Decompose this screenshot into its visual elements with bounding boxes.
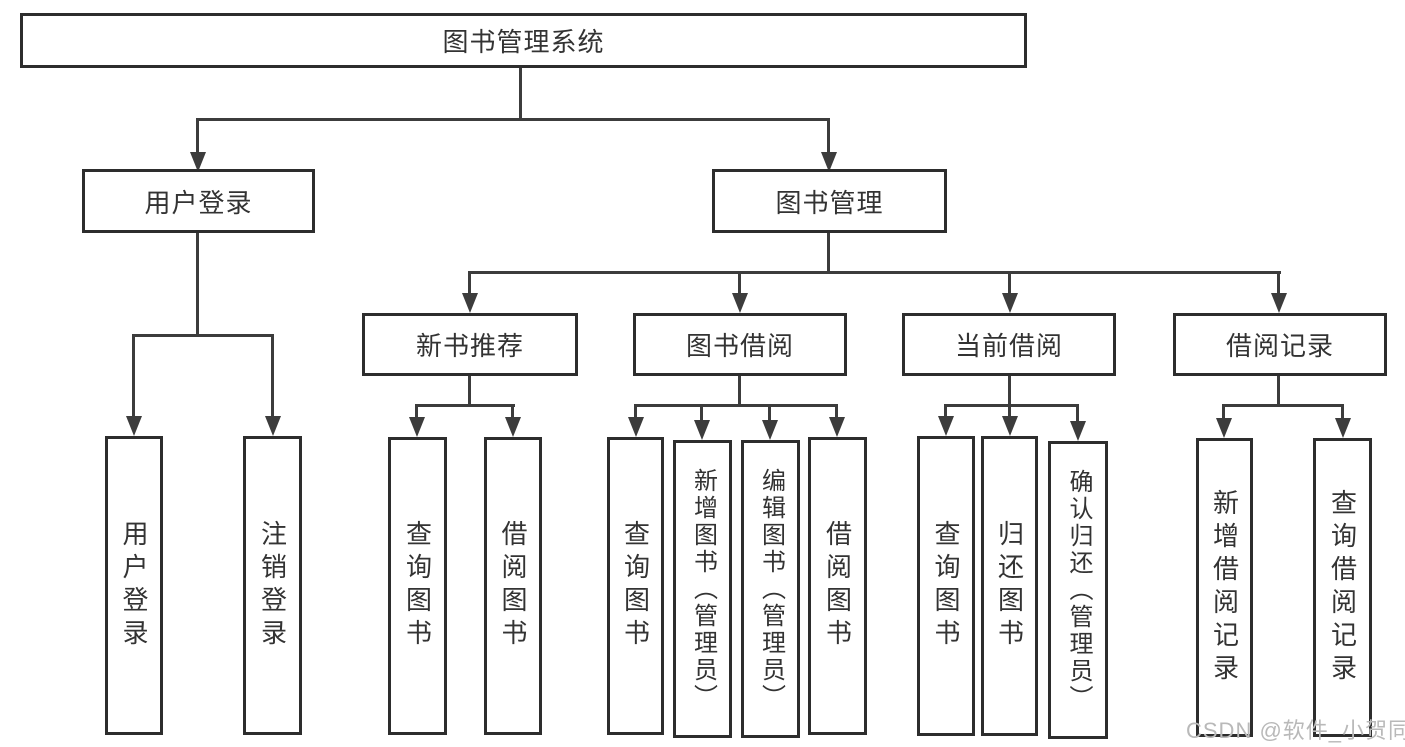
arrow-down-icon [628,417,644,437]
leaf-borrow-add-book: 新增图书（管理员） [673,440,732,738]
arrow-down-icon [409,417,425,437]
node-borrow-records-label: 借阅记录 [1225,331,1334,361]
connector-leaf-drop [1341,404,1344,418]
leaf-user-login-label: 用户登录 [119,519,149,652]
leaf-logout-label: 注销登录 [257,519,288,652]
connector-recommend-stem [468,376,471,407]
connector-leaf-drop [768,404,771,420]
leaf-borrow-borrow-book: 借阅图书 [808,437,867,735]
connector-recommend-split [415,404,515,407]
connector-root-stem [519,68,522,121]
leaf-records-add-record-label: 新增借阅记录 [1209,488,1240,687]
node-user-login: 用户登录 [82,169,315,233]
arrow-down-icon [1335,418,1351,438]
watermark: CSDN @软件_小贺同学 [1186,718,1405,743]
connector-leaf-drop [1008,404,1011,417]
connector-leaf-drop [700,404,703,420]
connector-user-login-drop [196,118,199,154]
leaf-records-query-record-label: 查询借阅记录 [1327,488,1358,687]
leaf-current-query-book: 查询图书 [917,436,975,736]
leaf-recommend-query-book: 查询图书 [388,437,447,735]
leaf-logout: 注销登录 [243,436,302,735]
connector-records-stem [1277,376,1280,407]
arrow-down-icon [462,293,478,313]
connector-leaf-drop [944,404,947,417]
arrow-down-icon [1002,416,1018,436]
leaf-borrow-query-book-label: 查询图书 [620,520,651,652]
leaf-borrow-edit-book-label: 编辑图书（管理员） [757,467,785,711]
leaf-recommend-borrow-book-label: 借阅图书 [498,520,528,652]
connector-current-split [944,404,1079,407]
leaf-borrow-add-book-label: 新增图书（管理员） [689,467,717,711]
arrow-down-icon [1271,293,1287,313]
arrow-down-icon [762,420,778,440]
arrow-down-icon [1216,418,1232,438]
connector-records-split [1222,404,1344,407]
leaf-current-return-book-label: 归还图书 [994,520,1025,652]
arrow-down-icon [126,416,142,436]
leaf-current-confirm-return-label: 确认归还（管理员） [1065,468,1092,712]
node-book-borrow-label: 图书借阅 [685,331,794,361]
node-book-management-label: 图书管理 [775,187,884,218]
arrow-down-icon [1070,421,1086,441]
connector-book-mgmt-stem [827,233,830,273]
node-new-book-recommend-label: 新书推荐 [415,331,524,361]
arrow-down-icon [265,416,281,436]
leaf-current-return-book: 归还图书 [981,436,1038,736]
connector-level3-split [468,271,1281,274]
node-book-borrow: 图书借阅 [633,313,847,376]
leaf-current-query-book-label: 查询图书 [931,520,961,652]
connector-leaf-drop [415,404,418,418]
node-root-label: 图书管理系统 [442,27,605,57]
node-current-borrow: 当前借阅 [902,313,1116,376]
leaf-borrow-borrow-book-label: 借阅图书 [822,520,853,652]
connector-user-login-split [132,334,274,337]
connector-level3-drop [468,271,471,294]
leaf-recommend-query-book-label: 查询图书 [402,520,433,652]
node-new-book-recommend: 新书推荐 [362,313,578,376]
arrow-down-icon [938,416,954,436]
node-book-management: 图书管理 [712,169,947,233]
arrow-down-icon [505,417,521,437]
connector-borrow-split [634,404,838,407]
connector-level2-split [196,118,830,121]
node-user-login-label: 用户登录 [144,187,253,218]
connector-leaf-drop [511,404,514,418]
connector-level3-drop [1008,271,1011,294]
connector-level3-drop [1277,271,1280,294]
arrow-down-icon [821,152,837,172]
leaf-borrow-query-book: 查询图书 [607,437,664,735]
connector-user-login-stem [196,233,199,336]
leaf-borrow-edit-book: 编辑图书（管理员） [741,440,800,738]
arrow-down-icon [829,417,845,437]
arrow-down-icon [732,293,748,313]
connector-leaf-drop [835,404,838,418]
leaf-records-query-record: 查询借阅记录 [1313,438,1372,737]
connector-book-mgmt-drop [827,118,830,154]
arrow-down-icon [694,420,710,440]
connector-leaf-drop [1076,404,1079,421]
connector-borrow-stem [738,376,741,407]
connector-leaf-drop [271,334,274,417]
node-root: 图书管理系统 [20,13,1027,68]
connector-leaf-drop [634,404,637,418]
leaf-records-add-record: 新增借阅记录 [1196,438,1253,737]
arrow-down-icon [190,152,206,172]
leaf-user-login: 用户登录 [105,436,163,735]
connector-leaf-drop [1222,404,1225,418]
node-borrow-records: 借阅记录 [1173,313,1387,376]
arrow-down-icon [1002,293,1018,313]
connector-leaf-drop [132,334,135,417]
leaf-recommend-borrow-book: 借阅图书 [484,437,542,735]
leaf-current-confirm-return: 确认归还（管理员） [1048,441,1108,739]
connector-level3-drop [738,271,741,294]
node-current-borrow-label: 当前借阅 [954,331,1063,361]
connector-current-stem [1008,376,1011,407]
